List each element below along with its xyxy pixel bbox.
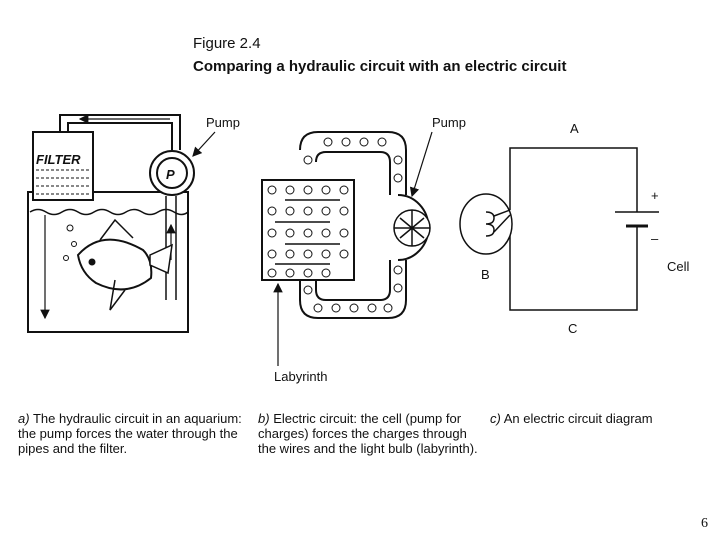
page-number: 6 bbox=[701, 516, 708, 531]
charge-pump bbox=[393, 194, 431, 261]
caption-a-letter: a) bbox=[18, 411, 30, 426]
filter-box bbox=[32, 131, 94, 201]
caption-c: c) An electric circuit diagram bbox=[490, 411, 700, 426]
water-surface bbox=[29, 208, 189, 216]
pump-label-a: Pump bbox=[206, 115, 240, 130]
wire-loop-outer bbox=[299, 131, 407, 319]
caption-b: b) Electric circuit: the cell (pump for … bbox=[258, 411, 483, 456]
caption-b-text: Electric circuit: the cell (pump for cha… bbox=[258, 411, 478, 456]
wire-loop-inner bbox=[315, 151, 391, 301]
aquarium-tank bbox=[27, 191, 189, 333]
caption-b-letter: b) bbox=[258, 411, 270, 426]
caption-c-text: An electric circuit diagram bbox=[503, 411, 653, 426]
fish bbox=[76, 218, 173, 311]
figure-title: Comparing a hydraulic circuit with an el… bbox=[193, 58, 567, 75]
pump-label-b: Pump bbox=[432, 115, 466, 130]
label-a: A bbox=[570, 121, 579, 136]
charges-panel: Pump Labyrinth bbox=[261, 115, 466, 384]
top-pipe bbox=[59, 114, 181, 150]
light-bulb bbox=[459, 193, 513, 255]
label-c: C bbox=[568, 321, 577, 336]
cell-label: Cell bbox=[667, 259, 690, 274]
pump-letter: P bbox=[166, 167, 175, 182]
caption-a-text: The hydraulic circuit in an aquarium: th… bbox=[18, 411, 242, 456]
cell-plus: + bbox=[651, 188, 659, 203]
labyrinth-label: Labyrinth bbox=[274, 369, 327, 384]
charge-dots bbox=[267, 137, 403, 313]
caption-c-letter: c) bbox=[490, 411, 501, 426]
circuit-wire bbox=[509, 147, 638, 311]
label-b: B bbox=[481, 267, 490, 282]
figure-label: Figure 2.4 bbox=[193, 35, 261, 52]
circuit-diagram-panel: + – A B C Cell bbox=[459, 121, 690, 336]
cell-minus: – bbox=[651, 231, 659, 246]
aquarium-panel: FILTER P Pump bbox=[27, 114, 240, 333]
filter-text: FILTER bbox=[36, 152, 81, 167]
caption-a: a) The hydraulic circuit in an aquarium:… bbox=[18, 411, 243, 456]
